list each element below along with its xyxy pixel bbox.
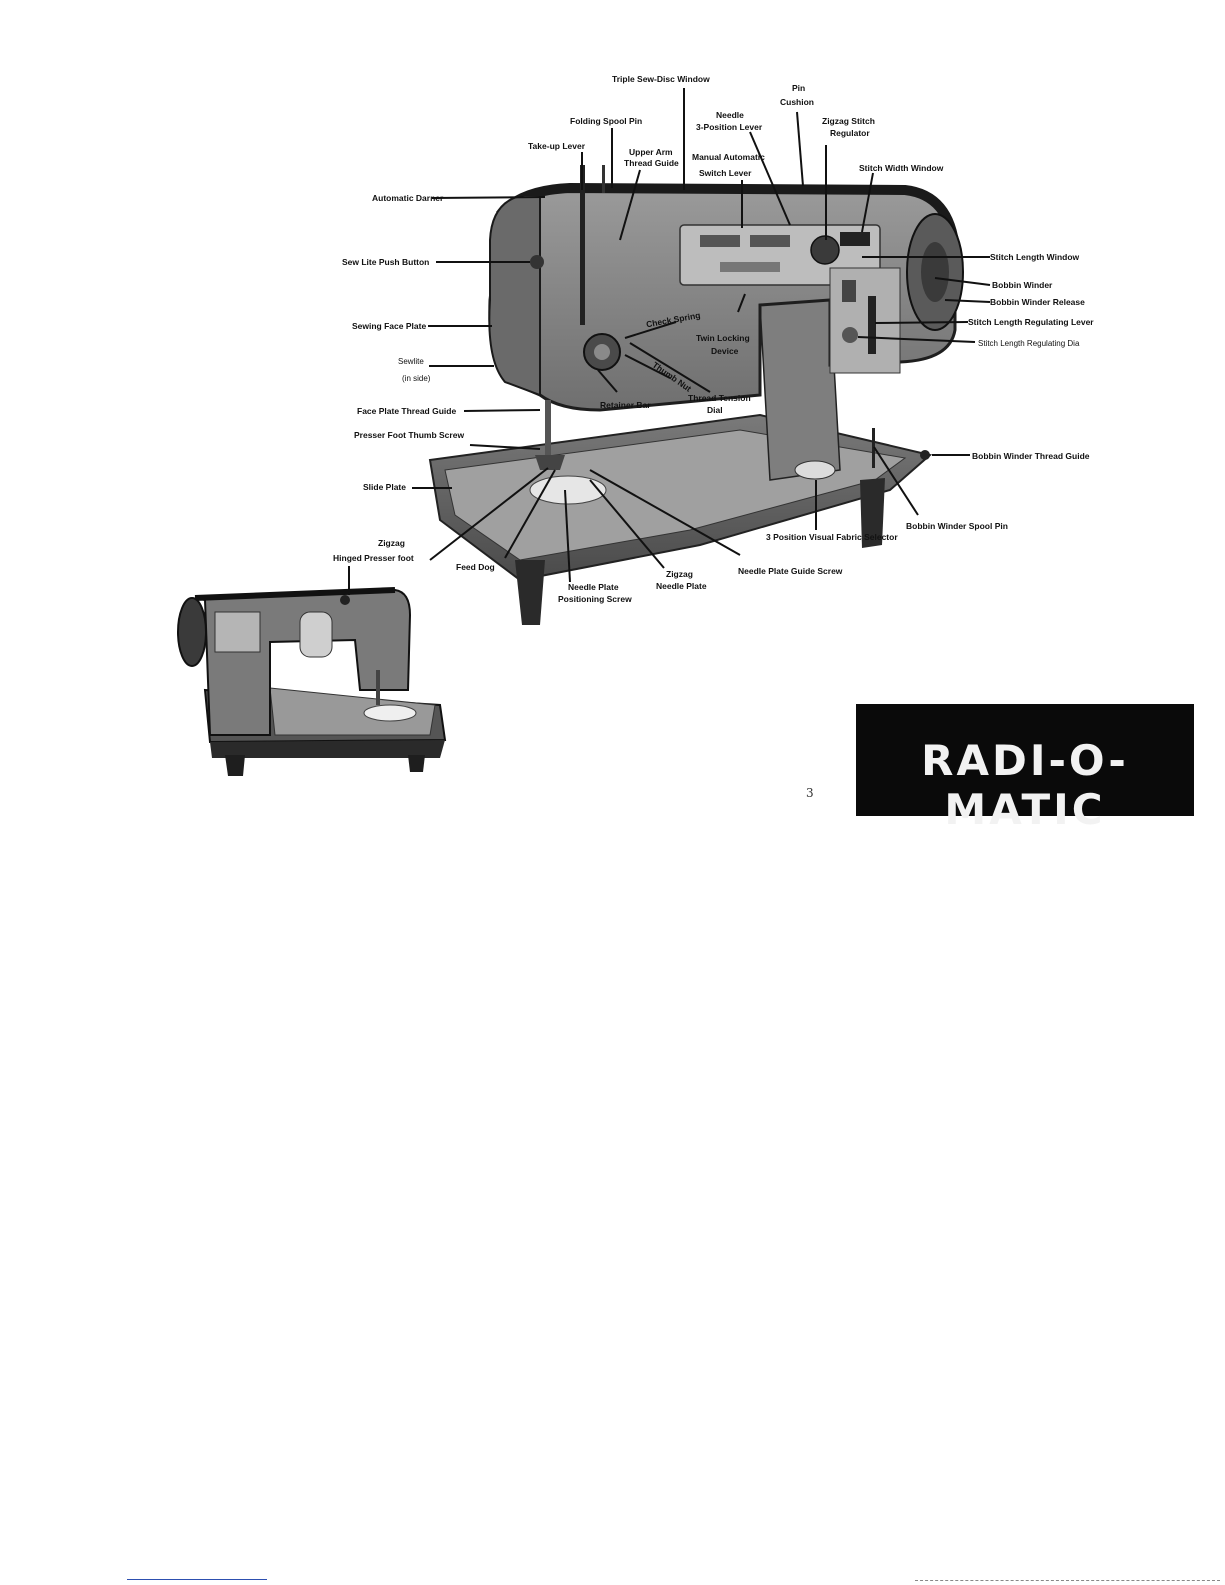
label-manual-switch-1: Manual Automatic [692,152,765,162]
label-fabric-selector: 3 Position Visual Fabric Selector [766,532,898,542]
brand-banner [856,704,1194,816]
label-stitch-width-window: Stitch Width Window [859,163,944,173]
label-presser-foot-thumb-screw: Presser Foot Thumb Screw [354,430,464,440]
label-thread-tension-2: Dial [707,405,723,415]
label-take-up-lever: Take-up Lever [528,141,586,151]
label-sewing-face-plate: Sewing Face Plate [352,321,426,331]
label-bobbin-winder-release: Bobbin Winder Release [990,297,1085,307]
label-twin-locking-1: Twin Locking [696,333,750,343]
label-bobbin-winder-spool-pin: Bobbin Winder Spool Pin [906,521,1008,531]
label-sew-lite-push-button: Sew Lite Push Button [342,257,429,267]
label-slide-plate: Slide Plate [363,482,406,492]
label-stitch-length-lever: Stitch Length Regulating Lever [968,317,1094,327]
page-number: 3 [806,786,814,800]
label-needle-plate-pos-screw-1: Needle Plate [568,582,619,592]
label-stitch-length-window: Stitch Length Window [990,252,1080,262]
label-pin-cushion-2: Cushion [780,97,814,107]
footer-rule-right [915,1580,1220,1582]
label-zigzag-needle-plate-2: Needle Plate [656,581,707,591]
label-sewlite: Sewlite [398,357,424,366]
label-upper-arm-guide-1: Upper Arm [629,147,673,157]
label-stitch-length-dial: Stitch Length Regulating Dia [978,339,1080,348]
label-zigzag-regulator-2: Regulator [830,128,870,138]
label-manual-switch-2: Switch Lever [699,168,752,178]
label-zigzag-needle-plate-1: Zigzag [666,569,693,579]
footer-rule-left [127,1579,267,1580]
label-feed-dog: Feed Dog [456,562,495,572]
leader-lines [412,88,991,583]
label-zigzag-regulator-1: Zigzag Stitch [822,116,875,126]
label-bobbin-winder: Bobbin Winder [992,280,1053,290]
brand-logo-text: RADI-O-MATIC [921,736,1129,834]
label-face-plate-thread-guide: Face Plate Thread Guide [357,406,456,416]
label-upper-arm-guide-2: Thread Guide [624,158,679,168]
label-thread-tension-1: Thread Tension [688,393,751,403]
label-needle-plate-guide-screw: Needle Plate Guide Screw [738,566,843,576]
label-needle-plate-pos-screw-2: Positioning Screw [558,594,632,604]
label-needle-lever-2: 3-Position Lever [696,122,763,132]
label-automatic-darner: Automatic Darner [372,193,444,203]
label-retainer-bar: Retainer Bar [600,400,651,410]
label-zigzag-presser-foot-1: Zigzag [378,538,405,548]
label-triple-sew-disc-window: Triple Sew-Disc Window [612,74,710,84]
label-zigzag-presser-foot-2: Hinged Presser foot [333,553,414,563]
label-bobbin-winder-thread-guide: Bobbin Winder Thread Guide [972,451,1090,461]
label-pin-cushion-1: Pin [792,83,805,93]
label-folding-spool-pin: Folding Spool Pin [570,116,642,126]
rear-view-illustration [177,566,447,776]
label-twin-locking-2: Device [711,346,739,356]
label-needle-lever-1: Needle [716,110,744,120]
label-sewlite-note: (in side) [402,374,431,383]
